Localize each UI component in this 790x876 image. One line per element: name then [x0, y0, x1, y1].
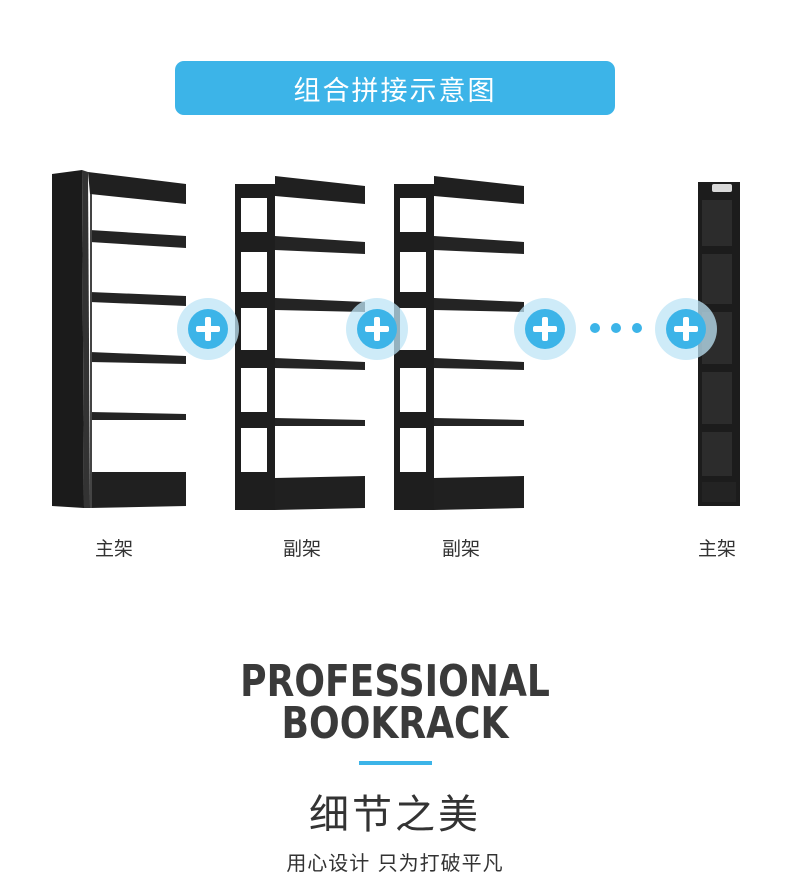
plus-icon-3	[514, 298, 576, 360]
headline-line-2: BOOKRACK	[281, 698, 509, 749]
rack-label-2: 副架	[282, 538, 321, 560]
banner-title: 组合拼接示意图	[293, 75, 497, 107]
main-rack-left	[52, 170, 186, 508]
aux-rack-2	[394, 176, 524, 510]
section-subtitle: 细节之美	[309, 792, 481, 838]
section-tagline: 用心设计 只为打破平凡	[286, 851, 504, 875]
headline-line-1: PROFESSIONAL	[240, 656, 550, 707]
plus-icon-1	[177, 298, 239, 360]
rack-label-3: 副架	[441, 538, 480, 560]
rack-label-1: 主架	[94, 538, 133, 560]
ellipsis-icon	[590, 323, 642, 333]
plus-icon-2	[346, 298, 408, 360]
title-banner: 组合拼接示意图	[175, 61, 615, 115]
rack-label-4: 主架	[697, 538, 736, 560]
accent-divider	[359, 761, 432, 765]
plus-icon-4	[655, 298, 717, 360]
aux-rack-1	[235, 176, 365, 510]
